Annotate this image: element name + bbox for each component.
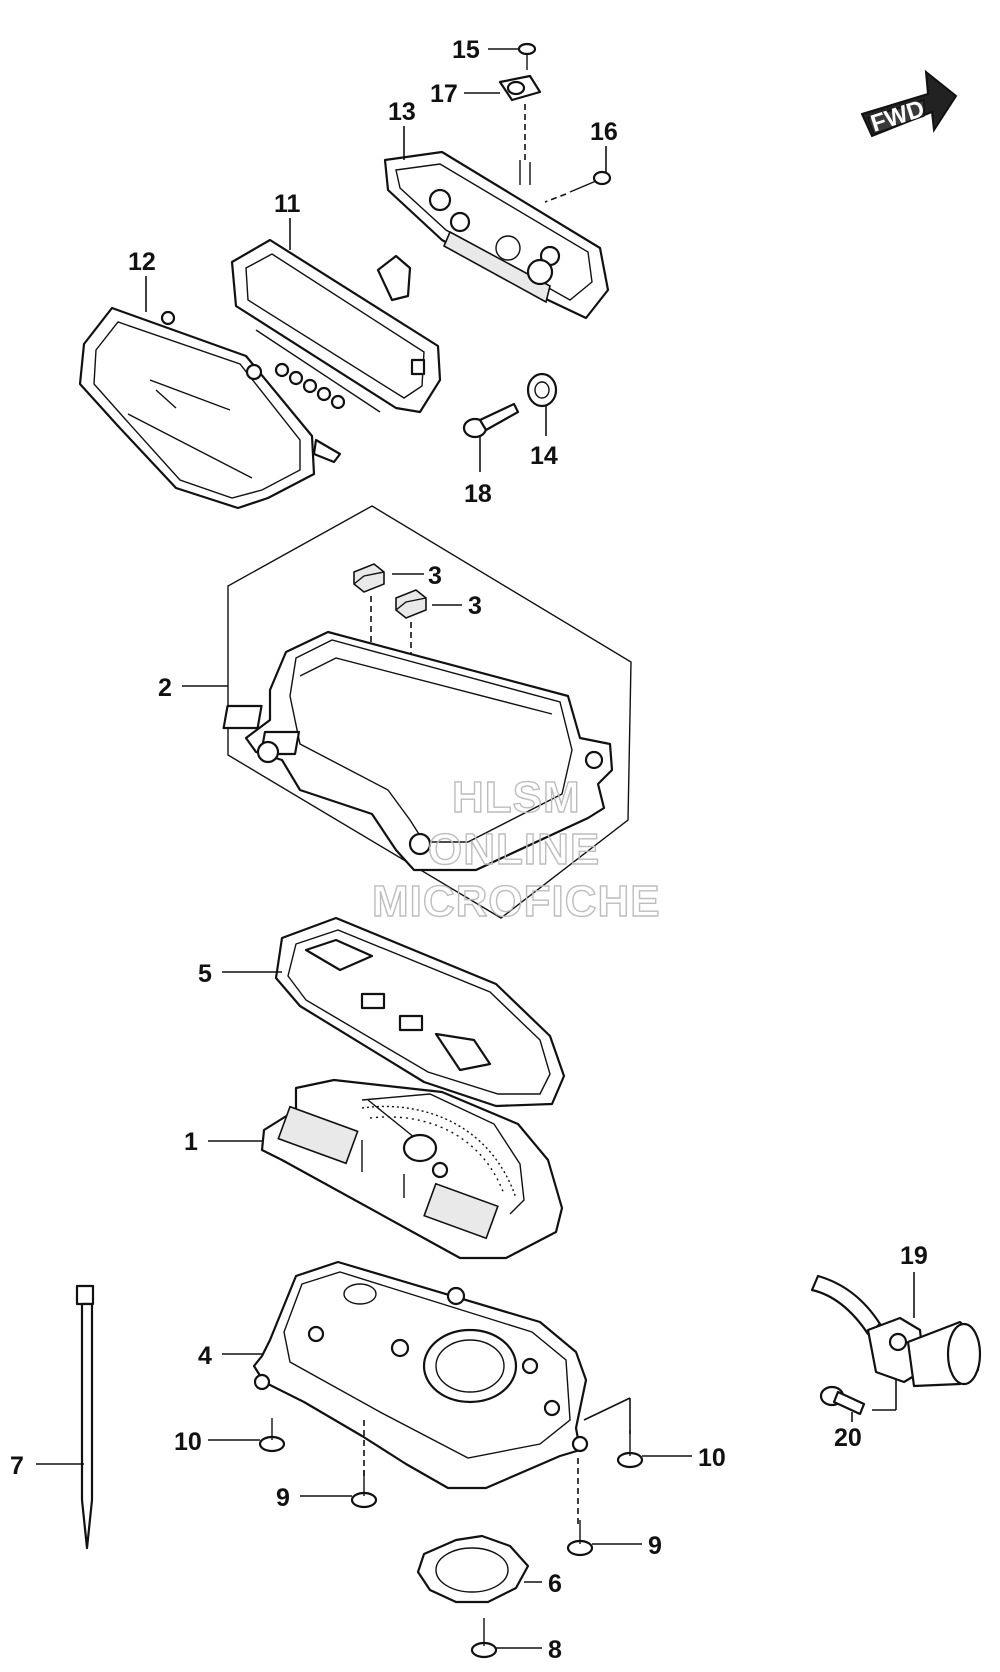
part-11-housing <box>230 238 442 414</box>
watermark-line-3: MICROFICHE <box>372 877 661 926</box>
callout-12: 12 <box>128 248 156 276</box>
callout-10-b: 10 <box>698 1444 726 1472</box>
part-20-bolt <box>819 1385 866 1416</box>
part-1-meter-board <box>260 1078 564 1260</box>
part-17-clamp <box>498 74 542 102</box>
callout-13: 13 <box>388 98 416 126</box>
callout-3-b: 3 <box>468 592 482 620</box>
watermark: HLSM ONLINE MICROFICHE <box>371 772 661 926</box>
part-8-screw <box>470 1618 498 1659</box>
part-6-plate <box>416 1534 530 1604</box>
assembly-outline <box>227 505 632 919</box>
part-10-screw-b <box>616 1430 644 1469</box>
part-16-screw <box>569 170 612 193</box>
fwd-arrow-icon: FWD <box>860 69 958 138</box>
callout-14: 14 <box>530 442 558 470</box>
callout-3-a: 3 <box>428 562 442 590</box>
part-9-screw-b <box>566 1520 594 1557</box>
callout-leaders <box>36 48 915 1649</box>
callout-1: 1 <box>184 1128 198 1156</box>
part-18-bolt <box>462 402 520 439</box>
callout-11: 11 <box>274 190 301 218</box>
callout-6: 6 <box>548 1570 562 1598</box>
callout-10-a: 10 <box>174 1428 202 1456</box>
callout-9-b: 9 <box>648 1532 662 1560</box>
part-4-lower-case <box>252 1260 589 1490</box>
callout-2: 2 <box>158 674 172 702</box>
callout-9-a: 9 <box>276 1484 290 1512</box>
part-15-screw <box>517 42 537 70</box>
callout-17: 17 <box>430 80 458 108</box>
part-9-screw-a <box>350 1470 378 1509</box>
part-10-screw-a <box>258 1418 286 1453</box>
callout-19: 19 <box>900 1242 928 1270</box>
part-19-sensor <box>810 1274 982 1388</box>
callout-labels: 15 17 13 16 11 12 14 18 3 3 2 5 1 4 10 9… <box>10 36 928 1664</box>
callout-15: 15 <box>452 36 480 64</box>
fwd-label: FWD <box>868 95 928 138</box>
callout-20: 20 <box>834 1424 862 1452</box>
part-3-cap-a <box>353 563 385 593</box>
watermark-line-2: ONLINE <box>428 825 600 874</box>
callout-4: 4 <box>198 1342 212 1370</box>
callout-18: 18 <box>464 480 492 508</box>
part-3-cap-b <box>395 589 427 619</box>
part-14-grommet <box>526 372 558 408</box>
part-13-bracket <box>383 150 610 320</box>
part-12-cover <box>78 306 342 510</box>
part-2-case <box>222 630 614 872</box>
callout-16: 16 <box>590 118 618 146</box>
callout-5: 5 <box>198 960 212 988</box>
part-5-frame <box>274 916 566 1108</box>
callout-8: 8 <box>548 1636 562 1664</box>
watermark-line-1: HLSM <box>452 773 581 822</box>
callout-7: 7 <box>10 1452 24 1480</box>
part-7-cable-tie <box>75 1284 95 1550</box>
